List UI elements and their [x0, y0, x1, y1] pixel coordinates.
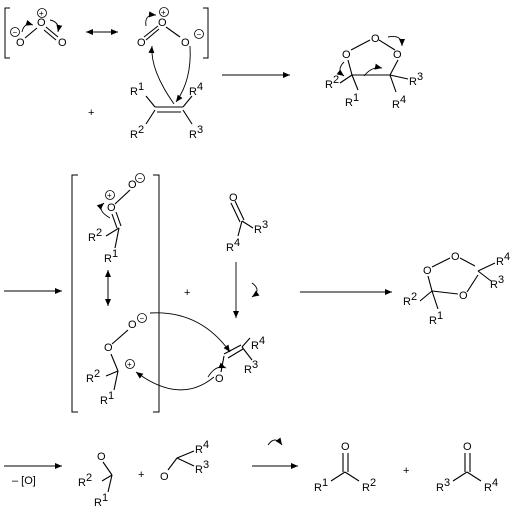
svg-text:O: O	[160, 471, 169, 483]
svg-text:– [O]: – [O]	[12, 475, 36, 487]
svg-text:R2: R2	[130, 124, 144, 141]
svg-text:R3: R3	[195, 459, 209, 476]
svg-text:O: O	[58, 37, 67, 49]
svg-text:−: −	[13, 28, 18, 37]
svg-text:O: O	[158, 17, 167, 29]
carbonyl-compound-rotated: O R4 R3	[207, 335, 265, 385]
svg-text:O: O	[451, 251, 460, 263]
svg-text:R4: R4	[226, 237, 240, 254]
svg-text:R2: R2	[362, 477, 376, 494]
carbonyl-oxide-bracket	[71, 174, 160, 413]
svg-text:R2: R2	[78, 472, 92, 489]
svg-text:+: +	[39, 9, 44, 18]
ozone-structure-1: O O O + −	[10, 8, 67, 49]
svg-text:O: O	[104, 342, 113, 354]
svg-text:R4: R4	[195, 439, 209, 456]
rotation-arrow-1	[233, 262, 260, 318]
plus-sign-4: +	[403, 465, 409, 477]
svg-text:R3: R3	[254, 219, 268, 236]
svg-text:−: −	[138, 174, 143, 183]
carbonyl-oxide-zwitterion: O O − + R2 R1	[86, 313, 147, 407]
svg-text:R3: R3	[244, 359, 258, 376]
svg-text:O: O	[181, 37, 190, 49]
svg-text:O: O	[393, 49, 402, 61]
alkene: R1 R2 R4 R3	[130, 45, 203, 141]
ozone-structure-2: O O O + −	[137, 7, 204, 49]
oxy-fragment-1: O R2 R1	[78, 451, 113, 509]
svg-text:−: −	[140, 314, 145, 323]
svg-text:O: O	[215, 373, 224, 385]
svg-text:R4: R4	[189, 81, 203, 98]
carbonyl-oxide-ylide: O O + − R2 R1	[88, 173, 145, 265]
nucleophilic-attack-arrow	[149, 312, 231, 353]
svg-text:O: O	[107, 202, 116, 214]
product-ketone-2: O R3 R4	[436, 441, 498, 494]
rotation-arrow-2	[252, 437, 298, 469]
svg-text:O: O	[128, 319, 137, 331]
svg-text:R2: R2	[88, 227, 102, 244]
svg-text:O: O	[97, 451, 106, 463]
svg-text:O: O	[371, 33, 380, 45]
svg-text:+: +	[161, 8, 166, 17]
ring-closure-arrow	[135, 371, 215, 391]
svg-text:R2: R2	[86, 368, 100, 385]
plus-sign-3: +	[138, 469, 144, 481]
svg-text:−: −	[197, 30, 202, 39]
oxy-fragment-2: O R4 R3	[160, 439, 209, 483]
svg-text:R1: R1	[314, 477, 328, 494]
svg-text:O: O	[341, 441, 350, 453]
ozone-resonance-bracket	[4, 7, 209, 59]
secondary-ozonide: O O O R4 R3 R2 R1	[403, 251, 510, 327]
svg-text:R4: R4	[484, 477, 498, 494]
svg-text:R1: R1	[94, 492, 108, 509]
svg-text:R3: R3	[409, 71, 423, 88]
svg-text:R1: R1	[345, 92, 359, 109]
svg-text:O: O	[37, 17, 46, 29]
product-ketone-1: O R1 R2	[314, 441, 376, 494]
oxygen-loss-arrow: – [O]	[4, 463, 62, 487]
svg-text:O: O	[342, 49, 351, 61]
svg-text:R3: R3	[436, 477, 450, 494]
svg-text:O: O	[459, 290, 468, 302]
svg-text:+: +	[107, 191, 112, 200]
svg-text:R1: R1	[100, 390, 114, 407]
svg-text:+: +	[127, 360, 132, 369]
svg-text:O: O	[463, 441, 472, 453]
svg-text:R3: R3	[490, 274, 504, 291]
svg-text:R4: R4	[392, 94, 406, 111]
plus-sign-2: +	[184, 287, 190, 299]
svg-text:O: O	[229, 192, 238, 204]
svg-text:R1: R1	[130, 81, 144, 98]
svg-text:R4: R4	[251, 335, 265, 352]
svg-text:R2: R2	[325, 74, 339, 91]
svg-text:R3: R3	[189, 124, 203, 141]
svg-text:O: O	[16, 37, 25, 49]
svg-text:O: O	[128, 179, 137, 191]
svg-text:R2: R2	[403, 291, 417, 308]
primary-ozonide: O O O R2 R1 R3 R4	[325, 33, 423, 111]
svg-text:R1: R1	[104, 248, 118, 265]
plus-sign-1: +	[88, 107, 94, 119]
svg-text:O: O	[137, 37, 146, 49]
svg-text:O: O	[423, 265, 432, 277]
svg-text:R4: R4	[496, 251, 510, 268]
svg-text:R1: R1	[429, 310, 443, 327]
carbonyl-compound: O R3 R4	[226, 192, 268, 254]
